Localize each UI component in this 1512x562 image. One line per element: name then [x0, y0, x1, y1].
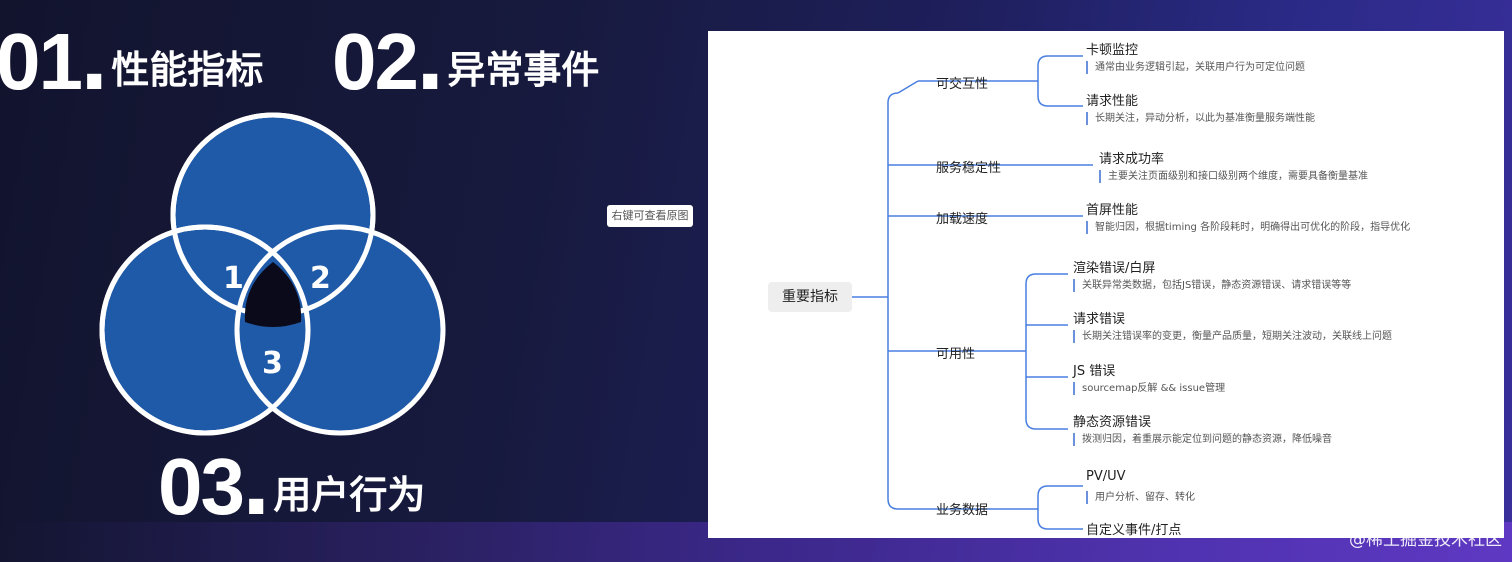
title-label: 用户行为 — [273, 473, 426, 517]
leaf-pv-uv[interactable]: PV/UV — [1086, 469, 1126, 484]
leaf-desc: 长期关注错误率的变更，衡量产品质量，短期关注波动，关联线上问题 — [1073, 330, 1392, 343]
category-business-data[interactable]: 业务数据 — [936, 503, 989, 518]
leaf-jank-monitor[interactable]: 卡顿监控 — [1086, 43, 1139, 58]
watermark: @稀土掘金技术社区 — [1349, 530, 1502, 550]
leaf-desc: 关联异常类数据，包括JS错误，静态资源错误、请求错误等等 — [1073, 279, 1351, 292]
venn-label-2: 2 — [310, 261, 331, 296]
venn-circle-right — [234, 224, 446, 436]
title-number: 02 — [332, 17, 419, 106]
title-number: 01 — [0, 17, 83, 106]
title-performance: 01.性能指标 — [0, 15, 263, 108]
leaf-first-screen[interactable]: 首屏性能 — [1086, 203, 1139, 218]
venn-center — [244, 262, 302, 327]
title-label: 性能指标 — [111, 48, 264, 92]
leaf-desc: 智能归因，根据timing 各阶段耗时，明确得出可优化的阶段，指导优化 — [1086, 221, 1410, 234]
leaf-desc: 拨测归因，着重展示能定位到问题的静态资源，降低噪音 — [1073, 433, 1332, 446]
category-stability[interactable]: 服务稳定性 — [936, 161, 1002, 176]
leaf-custom-event[interactable]: 自定义事件/打点 — [1086, 523, 1182, 538]
leaf-js-error[interactable]: JS 错误 — [1073, 364, 1116, 379]
venn-label-3: 3 — [262, 346, 283, 381]
leaf-static-resource-error[interactable]: 静态资源错误 — [1073, 415, 1152, 430]
mindmap-root[interactable]: 重要指标 — [768, 282, 852, 312]
venn-diagram: 1 2 3 — [99, 112, 446, 436]
leaf-request-performance[interactable]: 请求性能 — [1086, 94, 1139, 109]
title-exceptions: 02.异常事件 — [332, 15, 600, 108]
title-user-behavior: 03.用户行为 — [158, 440, 426, 533]
category-interactivity[interactable]: 可交互性 — [936, 77, 989, 92]
leaf-desc: 长期关注，异动分析，以此为基准衡量服务端性能 — [1086, 112, 1315, 125]
category-load-speed[interactable]: 加载速度 — [936, 212, 989, 227]
venn-label-1: 1 — [223, 261, 244, 296]
leaf-render-error[interactable]: 渲染错误/白屏 — [1073, 261, 1156, 276]
category-availability[interactable]: 可用性 — [936, 347, 976, 362]
leaf-request-error[interactable]: 请求错误 — [1073, 312, 1126, 327]
leaf-desc: 主要关注页面级别和接口级别两个维度，需要具备衡量基准 — [1099, 170, 1368, 183]
right-click-hint[interactable]: 右键可查看原图 — [607, 205, 693, 227]
mindmap-panel: 重要指标 可交互性 服务稳定性 加载速度 可用性 业务数据 卡顿监控 通常由业务… — [708, 31, 1504, 538]
title-number: 03 — [158, 442, 245, 531]
mindmap-connectors — [852, 55, 1093, 530]
title-label: 异常事件 — [447, 48, 600, 92]
leaf-desc: sourcemap反解 && issue管理 — [1073, 382, 1225, 395]
leaf-desc: 通常由业务逻辑引起，关联用户行为可定位问题 — [1086, 61, 1305, 74]
leaf-desc: 用户分析、留存、转化 — [1086, 491, 1195, 504]
leaf-request-success-rate[interactable]: 请求成功率 — [1099, 152, 1165, 167]
